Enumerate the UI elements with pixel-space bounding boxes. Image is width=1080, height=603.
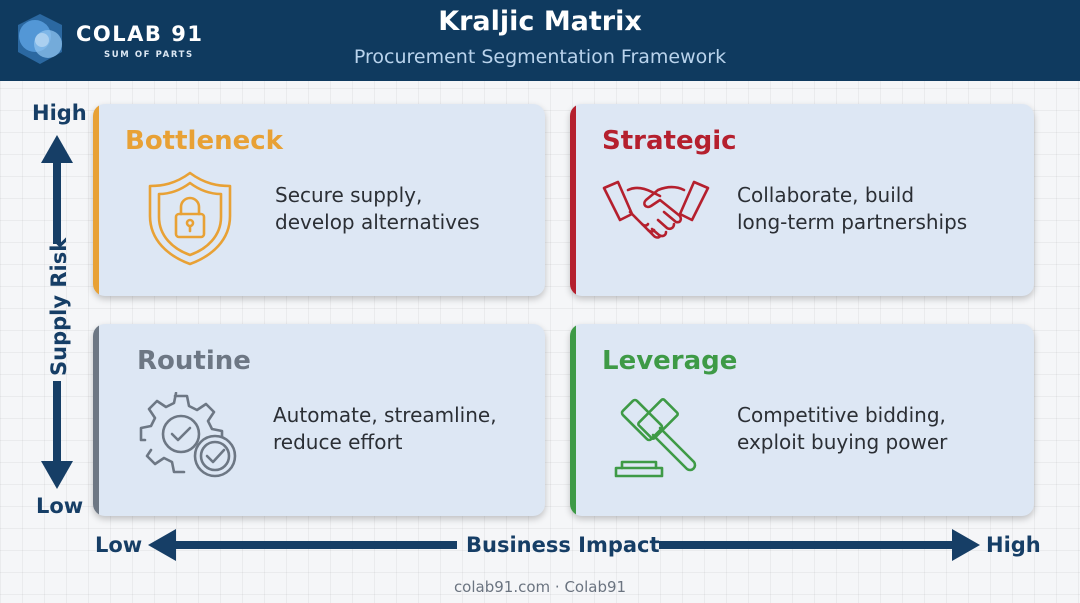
shield-lock-icon — [145, 170, 235, 266]
quadrant-accent-bar — [93, 104, 99, 296]
gear-check-icon — [139, 392, 239, 484]
logo-mark-icon — [14, 12, 72, 68]
footer-credit[interactable]: colab91.com · Colab91 — [453, 578, 627, 596]
y-axis-low-label: Low — [36, 494, 84, 518]
quadrant-title: Strategic — [602, 126, 737, 156]
description-line: reduce effort — [273, 430, 403, 454]
logo-name: COLAB 91 — [76, 22, 204, 46]
quadrant-accent-bar — [93, 324, 99, 516]
description-line: develop alternatives — [275, 210, 480, 234]
x-axis-title: Business Impact — [466, 533, 660, 557]
quadrant-description: Competitive bidding, exploit buying powe… — [737, 402, 947, 456]
y-axis-title: Supply Risk — [47, 237, 71, 376]
x-axis-low-label: Low — [95, 533, 143, 557]
y-axis-high-label: High — [32, 101, 87, 125]
quadrant-leverage: Leverage Competitive bidding, exploit bu… — [570, 324, 1034, 516]
quadrant-title: Bottleneck — [125, 126, 283, 156]
page-subtitle: Procurement Segmentation Framework — [353, 46, 727, 68]
header-bar: COLAB 91 SUM OF PARTS Kraljic Matrix Pro… — [0, 0, 1080, 81]
x-axis-arrow — [148, 529, 980, 561]
logo-tagline: SUM OF PARTS — [104, 50, 194, 60]
quadrant-description: Secure supply, develop alternatives — [275, 182, 480, 236]
quadrant-accent-bar — [570, 324, 576, 516]
quadrant-bottleneck: Bottleneck Secure supply, develop altern… — [93, 104, 545, 296]
gavel-icon — [610, 394, 706, 480]
handshake-icon — [602, 178, 710, 250]
description-line: Automate, streamline, — [273, 403, 497, 427]
quadrant-title: Routine — [137, 346, 251, 376]
quadrant-routine: Routine Automate, streamline, reduce eff… — [93, 324, 545, 516]
quadrant-accent-bar — [570, 104, 576, 296]
quadrant-description: Automate, streamline, reduce effort — [273, 402, 497, 456]
quadrant-description: Collaborate, build long-term partnership… — [737, 182, 967, 236]
quadrant-strategic: Strategic Collaborate, build long-term p… — [570, 104, 1034, 296]
y-axis-arrow — [41, 135, 73, 489]
description-line: long-term partnerships — [737, 210, 968, 234]
description-line: Competitive bidding, — [737, 403, 946, 427]
page-title: Kraljic Matrix — [438, 6, 642, 37]
brand-logo[interactable]: COLAB 91 SUM OF PARTS — [14, 12, 204, 68]
quadrant-title: Leverage — [602, 346, 738, 376]
description-line: Secure supply, — [275, 183, 423, 207]
description-line: exploit buying power — [737, 430, 948, 454]
description-line: Collaborate, build — [737, 183, 915, 207]
x-axis-high-label: High — [986, 533, 1041, 557]
